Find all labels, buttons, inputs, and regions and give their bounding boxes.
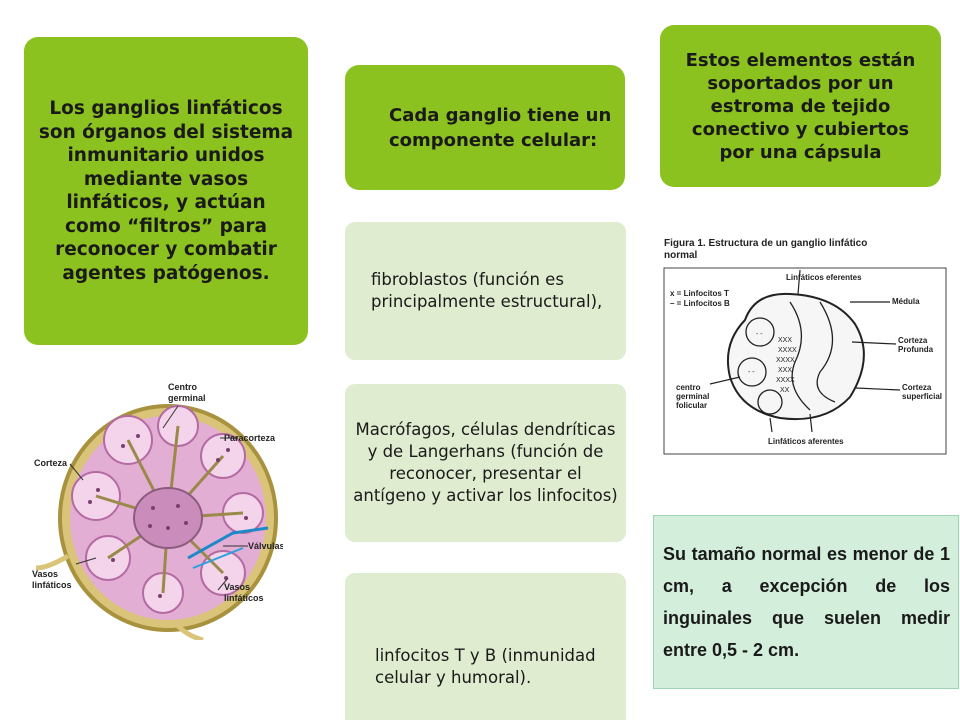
support-text: Estos elementos están soportados por un … [685,49,916,163]
label-linfaticos-2: linfáticos [224,593,264,603]
label-centro-2: germinal [676,392,709,401]
fibroblasts-text: fibroblastos (función es principalmente … [371,270,603,311]
label-corteza-profunda-1: Corteza [898,336,928,345]
label-linfaticos-1: linfáticos [32,580,72,590]
svg-text:XXXX: XXXX [776,357,795,364]
fibroblasts-box: fibroblastos (función es principalmente … [345,222,626,360]
svg-text:- -: - - [756,331,763,338]
intro-text: Los ganglios linfáticos son órganos del … [38,98,294,284]
label-corteza-sup-2: superficial [902,392,942,401]
figure-title-line1: Figura 1. Estructura de un ganglio linfá… [664,238,867,249]
svg-text:XXXX: XXXX [776,377,795,384]
lymphocytes-text: linfocitos T y B (inmunidad celular y hu… [375,645,596,687]
svg-text:XXX: XXX [778,367,792,374]
label-centro-3: folicular [676,401,707,410]
lymph-node-illustration: Centro germinal Paracorteza Corteza Válv… [28,368,283,640]
size-text: Su tamaño normal es menor de 1 cm, a exc… [663,544,950,660]
svg-text:XXX: XXX [778,337,792,344]
label-aferentes: Linfáticos aferentes [768,437,844,446]
label-vasos-2: Vasos [224,582,250,592]
component-title-box: Cada ganglio tiene un componente celular… [345,65,625,190]
label-corteza-sup-1: Corteza [902,383,932,392]
label-valvulas: Válvulas [248,541,283,551]
figure-title-line2: normal [664,250,698,261]
lymphocytes-box: linfocitos T y B (inmunidad celular y hu… [345,573,626,720]
lymph-node-diagram: Figura 1. Estructura de un ganglio linfá… [660,232,950,457]
legend-b: – = Linfocitos B [670,299,730,308]
label-medula: Médula [892,297,920,306]
label-centro: Centro [168,382,198,392]
svg-text:- -: - - [748,369,755,376]
size-box: Su tamaño normal es menor de 1 cm, a exc… [653,515,959,689]
label-paracorteza: Paracorteza [224,433,276,443]
legend-t: x = Linfocitos T [670,289,729,298]
intro-box: Los ganglios linfáticos son órganos del … [24,37,308,345]
support-box: Estos elementos están soportados por un … [660,25,941,187]
label-corteza-profunda-2: Profunda [898,345,934,354]
label-germinal: germinal [168,393,206,403]
svg-text:XX: XX [780,387,790,394]
svg-text:XXXX: XXXX [778,347,797,354]
component-title-text: Cada ganglio tiene un componente celular… [389,104,612,151]
macrophages-text: Macrófagos, células dendríticas y de Lan… [353,420,618,505]
label-vasos: Vasos [32,569,58,579]
macrophages-box: Macrófagos, células dendríticas y de Lan… [345,384,626,542]
label-corteza: Corteza [34,458,68,468]
label-centro-1: centro [676,383,701,392]
label-eferentes: Linfáticos eferentes [786,273,862,282]
